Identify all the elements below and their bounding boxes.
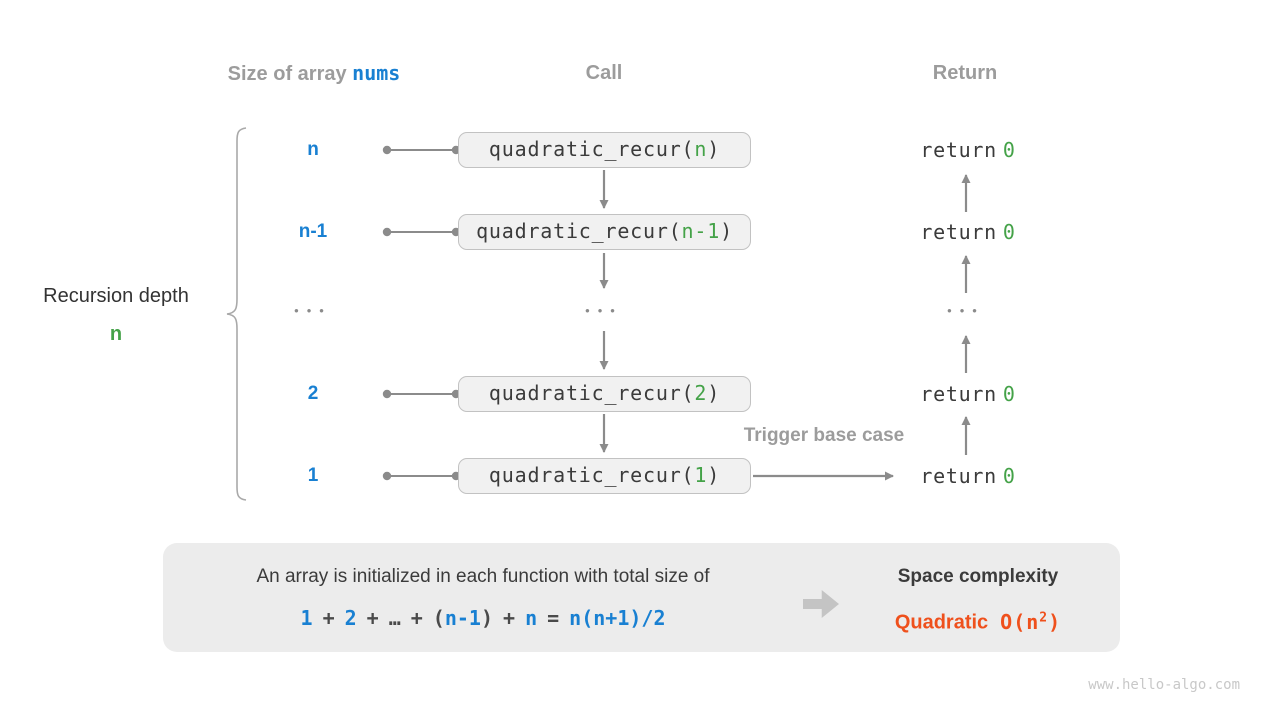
complexity-name: Quadratic <box>894 611 989 634</box>
call-code: quadratic_recur( <box>488 381 695 405</box>
call-code: quadratic_recur( <box>488 137 695 161</box>
column-header-call: Call <box>585 62 623 84</box>
formula-token: + <box>322 606 335 630</box>
return-value: 0 <box>1002 138 1016 162</box>
formula-token: 2 <box>344 606 357 630</box>
formula-token: 1 <box>300 606 313 630</box>
call-code: quadratic_recur( <box>488 463 695 487</box>
return-column-ellipsis: ••• <box>947 303 985 318</box>
call-code: ) <box>707 381 721 405</box>
call-arg: n <box>694 137 708 161</box>
call-box-row-2: quadratic_recur(n-1) <box>458 214 751 250</box>
size-header-code: nums <box>352 61 401 85</box>
return-value: 0 <box>1002 382 1016 406</box>
size-label-row-4: 2 <box>307 383 319 404</box>
formula-token: ( <box>432 606 445 630</box>
formula-token: ) <box>480 606 494 630</box>
space-complexity-result: Quadratic O(n2) <box>833 604 1123 637</box>
size-header-text: Size of array <box>227 63 353 85</box>
formula-token: + <box>503 606 516 630</box>
column-header-return: Return <box>932 62 998 84</box>
site-watermark: www.hello-algo.com <box>1088 677 1240 693</box>
formula-token: n <box>525 606 538 630</box>
call-code: ) <box>720 219 733 243</box>
size-column-ellipsis: ••• <box>294 303 332 318</box>
size-label-row-2: n-1 <box>298 221 328 242</box>
big-o-notation: O(n2) <box>1000 610 1061 634</box>
return-keyword: return <box>920 464 997 488</box>
call-code: ) <box>707 137 721 161</box>
summary-panel: An array is initialized in each function… <box>163 543 1120 652</box>
recursion-depth-label: Recursion depth <box>43 285 189 307</box>
call-box-row-1: quadratic_recur(n) <box>458 132 751 168</box>
big-o-exponent: 2 <box>1039 610 1049 625</box>
return-keyword: return <box>920 138 997 162</box>
formula-token: … <box>388 606 401 630</box>
call-box-row-4: quadratic_recur(2) <box>458 376 751 412</box>
formula-token: n(n+1)/2 <box>569 606 666 630</box>
summary-sentence: An array is initialized in each function… <box>256 566 710 587</box>
big-o-suffix: ) <box>1048 609 1062 634</box>
call-box-row-5: quadratic_recur(1) <box>458 458 751 494</box>
recursion-depth-brace <box>226 127 247 501</box>
call-arg: n-1 <box>681 219 721 243</box>
big-o-prefix: O(n <box>1000 609 1040 634</box>
size-label-row-1: n <box>307 139 319 160</box>
column-header-size: Size of array nums <box>164 60 464 87</box>
call-arg: 1 <box>694 463 708 487</box>
return-value: 0 <box>1002 220 1016 244</box>
call-arg: 2 <box>694 381 708 405</box>
space-complexity-title: Space complexity <box>897 566 1059 587</box>
formula-token: + <box>410 606 423 630</box>
formula-token: n-1 <box>444 606 481 630</box>
return-keyword: return <box>920 382 997 406</box>
return-value: 0 <box>1002 464 1016 488</box>
size-connector-lines <box>382 145 461 481</box>
recursion-depth-value: n <box>109 323 123 345</box>
trigger-base-case-label: Trigger base case <box>743 425 905 446</box>
call-code: quadratic_recur( <box>476 219 682 243</box>
summary-formula: 1 + 2 + … + ( n-1 ) + n = n(n+1)/2 <box>173 604 793 632</box>
formula-token: + <box>366 606 379 630</box>
size-label-row-5: 1 <box>307 465 319 486</box>
call-code: ) <box>707 463 721 487</box>
return-keyword: return <box>920 220 997 244</box>
call-column-ellipsis: ••• <box>585 303 623 318</box>
formula-token: = <box>547 606 560 630</box>
